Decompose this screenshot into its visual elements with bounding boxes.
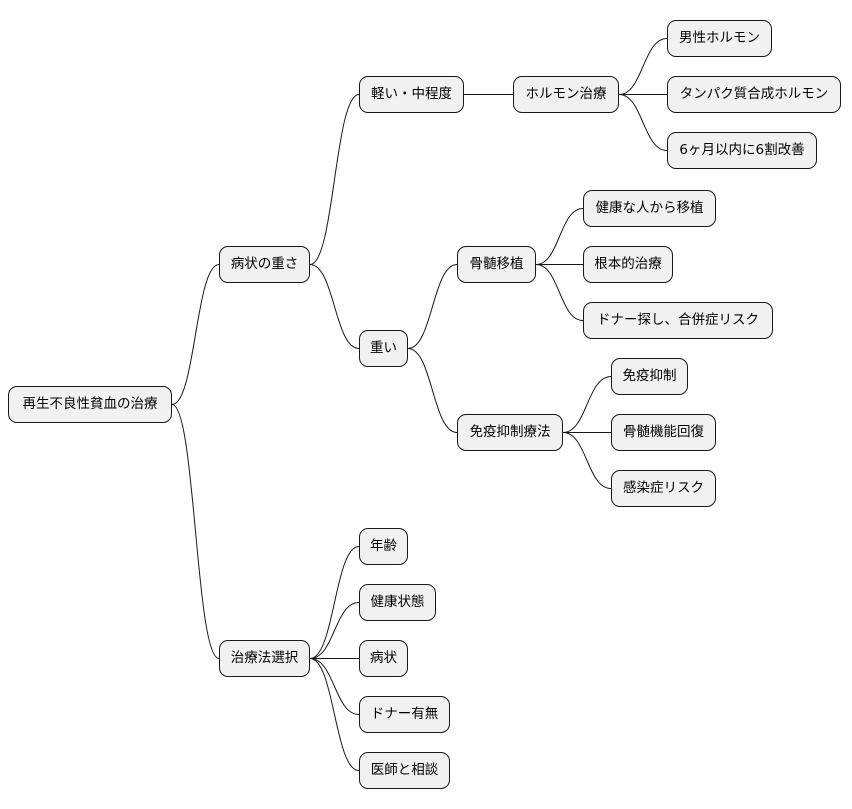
connector-choice-health [309, 602, 360, 659]
connector-choice-age [309, 546, 360, 659]
connector-immuno-immune-suppress [562, 376, 612, 433]
node-improvement-rate[interactable]: 6ヶ月以内に6割改善 [667, 132, 817, 169]
node-marrow-recovery[interactable]: 骨髄機能回復 [611, 414, 716, 451]
connector-severity-mild [309, 94, 360, 265]
node-age[interactable]: 年齢 [359, 528, 408, 565]
node-donor-risk[interactable]: ドナー探し、合併症リスク [583, 302, 773, 339]
node-male-hormone[interactable]: 男性ホルモン [667, 20, 772, 57]
node-immunosuppressive-therapy[interactable]: 免疫抑制療法 [457, 414, 563, 451]
node-infection-risk[interactable]: 感染症リスク [611, 470, 716, 507]
node-severe[interactable]: 重い [359, 330, 408, 367]
node-radical-treatment[interactable]: 根本的治療 [583, 246, 673, 283]
connector-severity-severe [309, 264, 360, 349]
node-symptom[interactable]: 病状 [359, 640, 408, 677]
connector-severe-immuno [407, 348, 458, 433]
connector-root-severity [171, 264, 220, 405]
connector-hormone-male-hormone [618, 38, 668, 95]
node-anabolic-hormone[interactable]: タンパク質合成ホルモン [667, 76, 841, 113]
connector-choice-consult [309, 658, 360, 771]
connector-transplant-healthy-donor [535, 208, 584, 265]
connector-transplant-donor-risk [535, 264, 584, 321]
connector-root-choice [171, 404, 220, 659]
node-immune-suppression[interactable]: 免疫抑制 [611, 358, 688, 395]
node-consult-doctor[interactable]: 医師と相談 [359, 752, 450, 789]
node-hormone-therapy[interactable]: ホルモン治療 [513, 76, 619, 113]
connector-immuno-infection-risk [562, 432, 612, 489]
node-mild-moderate[interactable]: 軽い・中程度 [359, 76, 464, 113]
node-treatment-choice[interactable]: 治療法選択 [219, 640, 310, 677]
connector-severe-transplant [407, 264, 458, 349]
connector-hormone-improve [618, 94, 668, 151]
root-node[interactable]: 再生不良性貧血の治療 [8, 386, 172, 423]
node-donor-availability[interactable]: ドナー有無 [359, 696, 450, 733]
node-severity[interactable]: 病状の重さ [219, 246, 310, 283]
node-bone-marrow-transplant[interactable]: 骨髄移植 [457, 246, 536, 283]
connector-choice-donor [309, 658, 360, 715]
node-health-condition[interactable]: 健康状態 [359, 584, 436, 621]
node-healthy-donor[interactable]: 健康な人から移植 [583, 190, 716, 227]
